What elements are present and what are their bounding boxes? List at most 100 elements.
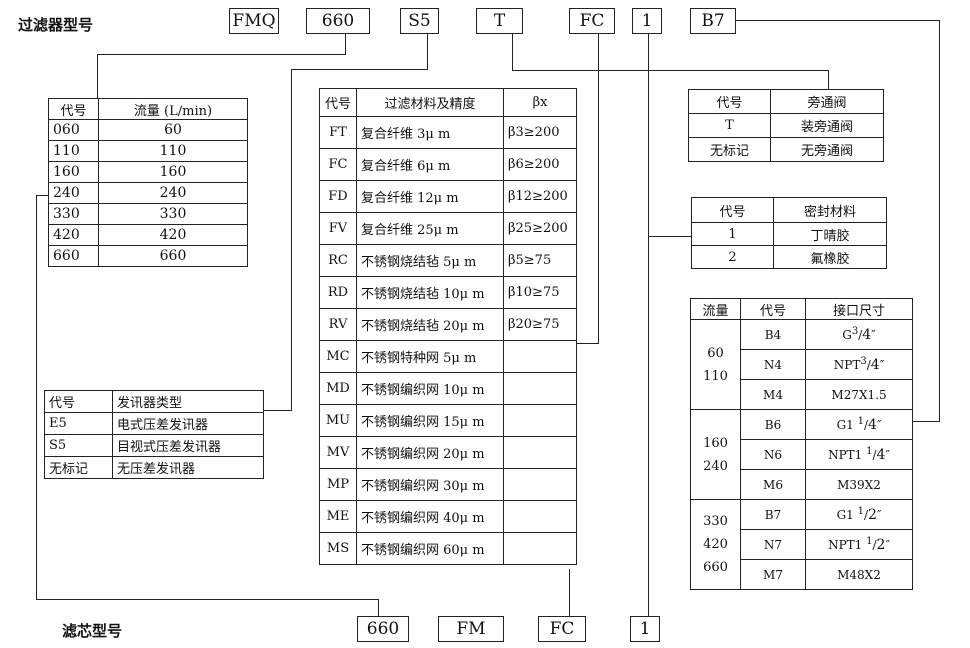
table-cell: 660 <box>48 245 99 267</box>
connector-line <box>378 599 379 616</box>
connector-line <box>736 20 940 21</box>
connector-line <box>939 20 940 422</box>
port-size-numerator: 1 <box>866 536 873 547</box>
table-cell: 丁晴胶 <box>773 222 887 246</box>
connector-line <box>291 69 428 70</box>
table-cell: RV <box>319 308 357 341</box>
connector-line <box>576 343 599 344</box>
port-size-denominator: 4 <box>868 417 877 433</box>
table-cell <box>503 500 577 533</box>
table-cell: MP <box>319 468 357 501</box>
element-box-flow: 660 <box>357 616 409 642</box>
code-box-flow: 660 <box>306 8 370 34</box>
table-cell <box>503 372 577 405</box>
port-size-prefix: G <box>842 328 852 342</box>
code-box-port: B7 <box>690 8 736 34</box>
table-cell: MC <box>319 340 357 373</box>
material-table-header: 过滤材料及精度 <box>356 88 504 117</box>
port-size-cell: G1 1/4″ <box>805 409 913 440</box>
table-cell: 160 <box>48 161 99 183</box>
filter-model-label: 过滤器型号 <box>18 16 94 34</box>
table-cell: 复合纤维 6μ m <box>356 148 504 181</box>
port-size-numerator: 1 <box>857 416 864 427</box>
connector-line <box>97 54 346 55</box>
flow-table-header: 代号 <box>48 98 99 120</box>
table-cell <box>503 436 577 469</box>
table-cell: 目视式压差发讯器 <box>112 434 264 457</box>
port-size-prefix: NPT1 <box>828 448 867 462</box>
table-cell: MU <box>319 404 357 437</box>
table-cell: β5≥75 <box>503 244 577 277</box>
table-cell <box>503 404 577 437</box>
table-cell: 2 <box>691 245 774 269</box>
port-size-suffix: ″ <box>879 358 885 372</box>
table-cell: 不锈钢编织网 40μ m <box>356 500 504 533</box>
connector-line <box>264 410 292 411</box>
port-size-cell: G3/4″ <box>805 319 913 350</box>
table-cell: RC <box>319 244 357 277</box>
port-size-prefix: NPT1 <box>828 538 867 552</box>
code-box-series: FMQ <box>229 8 279 34</box>
port-code-cell: N7 <box>740 529 806 560</box>
port-size-prefix: NPT <box>833 358 861 372</box>
table-cell: 110 <box>98 140 248 162</box>
table-cell: 240 <box>48 182 99 204</box>
table-cell: β3≥200 <box>503 116 577 149</box>
table-cell: FD <box>319 180 357 213</box>
table-cell: β12≥200 <box>503 180 577 213</box>
connector-line <box>648 34 649 616</box>
table-cell: β10≥75 <box>503 276 577 309</box>
table-cell: 无压差发讯器 <box>112 456 264 479</box>
port-size-prefix: M27X1.5 <box>831 387 887 402</box>
table-cell <box>503 340 577 373</box>
table-row: 无标记无旁通阀 <box>688 137 884 162</box>
port-flow-value: 110 <box>703 368 728 384</box>
connector-line <box>512 70 829 71</box>
port-table-header: 代号 <box>740 298 806 320</box>
port-code-cell: N6 <box>740 439 806 470</box>
port-size-prefix: M48X2 <box>837 567 881 582</box>
table-cell: 420 <box>98 224 248 246</box>
table-cell: 330 <box>48 203 99 225</box>
port-size-denominator: 4 <box>876 447 886 463</box>
connector-line <box>913 421 940 422</box>
port-size-denominator: 2 <box>868 507 877 523</box>
table-cell: RD <box>319 276 357 309</box>
port-code-cell: B6 <box>740 409 806 440</box>
table-cell: 不锈钢特种网 5μ m <box>356 340 504 373</box>
table-row: 无标记无压差发讯器 <box>44 456 264 479</box>
port-size-suffix: ″ <box>876 418 882 432</box>
table-cell: 不锈钢编织网 60μ m <box>356 532 504 565</box>
port-size-denominator: 4 <box>862 327 872 343</box>
table-cell: 不锈钢烧结毡 5μ m <box>356 244 504 277</box>
port-table-header: 接口尺寸 <box>805 298 913 320</box>
table-cell: FT <box>319 116 357 149</box>
port-flow-value: 160 <box>703 435 728 451</box>
port-code-cell: N4 <box>740 349 806 380</box>
port-size-numerator: 1 <box>866 446 873 457</box>
table-cell: MD <box>319 372 357 405</box>
table-cell: 复合纤维 25μ m <box>356 212 504 245</box>
